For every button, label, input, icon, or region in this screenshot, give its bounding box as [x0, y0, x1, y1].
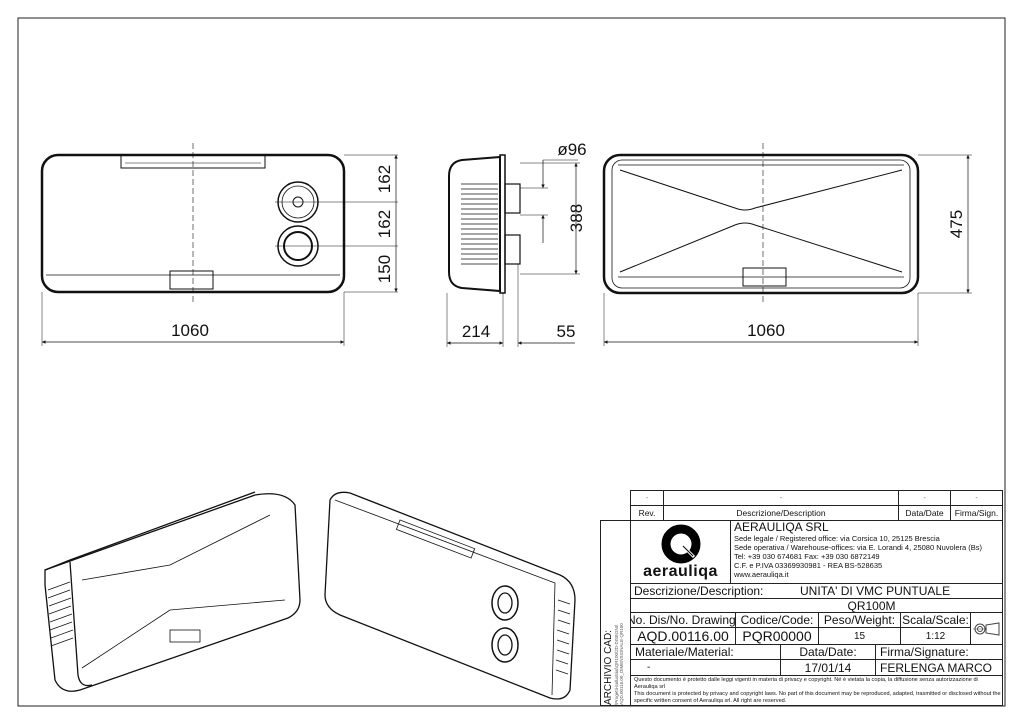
front-view	[602, 143, 972, 346]
archive-cad: ARCHIVIO CAD: \Progetti-Industrial\QR100…	[603, 623, 624, 705]
tax-id: C.F. e P.IVA 03369930981 - REA BS-528635	[734, 561, 883, 570]
back-view	[40, 143, 398, 346]
logo: aerauliqa	[630, 520, 731, 584]
signature-label: Firma/Signature:	[875, 644, 1003, 660]
disclaimer-cell	[630, 675, 1003, 706]
weight-label: Peso/Weight:	[818, 612, 901, 628]
material-label: Materiale/Material:	[630, 644, 781, 660]
date-value: 17/01/14	[780, 659, 876, 676]
company-info-cell	[730, 520, 1003, 584]
material-value: -	[630, 659, 781, 676]
warehouse-office: Sede operativa / Warehouse-offices: via …	[734, 543, 983, 552]
drawing-no-value: AQD.00116.00	[630, 627, 736, 645]
rev-value: -	[630, 490, 664, 506]
scale-label: Scala/Scale:	[900, 612, 971, 628]
disclaimer-english: This document is protected by privacy an…	[634, 691, 1001, 704]
scale-value: 1:12	[900, 627, 971, 645]
archive-label: ARCHIVIO CAD:	[603, 629, 614, 705]
code-label: Codice/Code:	[735, 612, 819, 628]
dim-back-width: 1060	[171, 321, 209, 340]
logo-mark-icon	[661, 524, 700, 564]
rev-description-header: Descrizione/Description	[663, 505, 899, 521]
logo-text: aerauliqa	[643, 563, 718, 580]
phone-fax: Tel: +39 030 674681 Fax: +39 030 6872149	[734, 552, 880, 561]
signature-value: FERLENGA MARCO	[875, 659, 1003, 676]
projection-symbol-icon	[970, 612, 1003, 645]
dim-back-mid: 162	[375, 210, 394, 238]
dim-front-width: 1060	[747, 321, 785, 340]
archive-strip	[600, 520, 631, 706]
iso-view-back	[324, 491, 576, 700]
rev-description-value: -	[663, 490, 899, 506]
company-name: AERAULIQA SRL	[734, 520, 829, 534]
dim-back-bottom: 150	[375, 255, 394, 283]
code-value: PQR00000	[735, 627, 819, 645]
model-value: QR100M	[630, 598, 1003, 613]
registered-office: Sede legale / Registered office: via Cor…	[734, 534, 940, 543]
iso-view-front	[44, 491, 301, 692]
description-value: UNITA' DI VMC PUNTUALE	[800, 584, 951, 598]
date-label: Data/Date:	[780, 644, 876, 660]
dim-spigot-length: 55	[557, 322, 576, 341]
weight-value: 15	[818, 627, 901, 645]
rev-date-value: -	[898, 490, 951, 506]
dim-depth: 214	[462, 322, 490, 341]
dim-back-top: 162	[375, 165, 394, 193]
rev-sign-value: -	[950, 490, 1003, 506]
sheet-border	[17, 17, 1006, 707]
website: www.aerauliqa.it	[734, 570, 789, 579]
side-view	[446, 154, 580, 347]
dim-front-height: 475	[947, 210, 966, 238]
rev-date-header: Data/Date	[898, 505, 951, 521]
company-info: AERAULIQA SRL Sede legale / Registered o…	[734, 520, 1002, 580]
rev-header: Rev.	[630, 505, 664, 521]
dim-spigot-diameter: ø96	[557, 140, 586, 159]
disclaimer: Questo documento è protetto dalle leggi …	[634, 677, 1002, 705]
archive-file: AQD.00116.00_DIMENSIONALE-QR100	[619, 623, 624, 705]
disclaimer-italian: Questo documento è protetto dalle leggi …	[634, 677, 978, 690]
description-label: Descrizione/Description:	[634, 584, 764, 598]
rev-sign-header: Firma/Sign.	[950, 505, 1003, 521]
dim-spigot-spacing: 388	[567, 204, 586, 232]
drawing-no-label: No. Dis/No. Drawing:	[630, 612, 736, 628]
